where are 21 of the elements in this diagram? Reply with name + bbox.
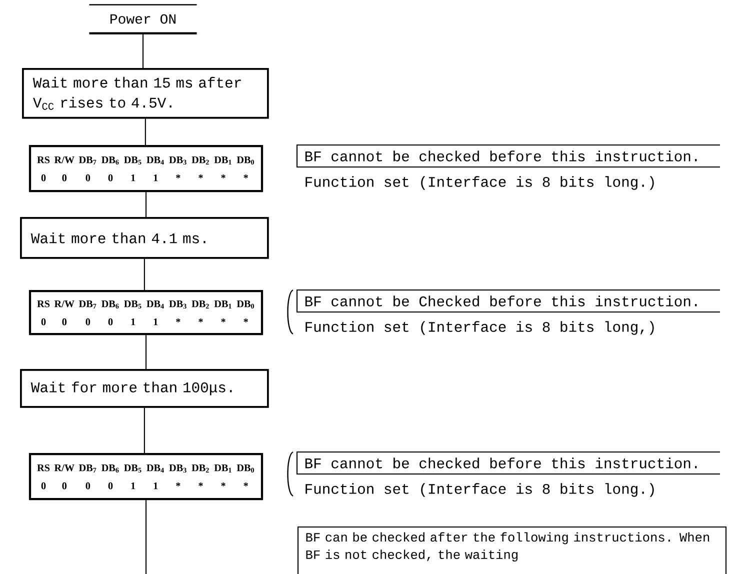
connector-line <box>145 192 147 217</box>
note-text: Function set (Interface is 8 bits long,) <box>306 321 654 335</box>
terminal-label: Power ON <box>89 4 197 34</box>
instruction-table: RS R/W DB$_{7}$ DB$_{6}$ DB$_{5}$ DB$_{4}$ DB$_{3}$ DB$_{2}$ DB$_{1}$ DB$_{0}$ 0 0 0 0 1 1 * * * * <box>28 145 264 192</box>
note-text: Function set (Interface is 8 bits long.) <box>306 176 654 190</box>
connector-line <box>144 118 146 145</box>
instruction-table: RS R/W DB$_{7}$ DB$_{6}$ DB$_{5}$ DB$_{4}$ DB$_{3}$ DB$_{2}$ DB$_{1}$ DB$_{0}$ 0 0 0 0 1 1 * * * * <box>28 290 264 336</box>
note-text: Function set (Interface is 8 bits long.) <box>306 483 654 497</box>
note-box: BF can be checked after the following instructions. When BF is not checked, the waiting <box>297 526 727 574</box>
process-box: Wait for more than 100μs. <box>20 369 269 408</box>
connector-line <box>144 258 145 290</box>
connector-line <box>144 408 145 453</box>
process-box: Wait more than 4.1 ms. <box>20 217 269 259</box>
connector-line <box>142 33 144 68</box>
note-box: BF cannot be checked before this instruction. <box>296 451 720 475</box>
connector-line <box>145 335 147 369</box>
note-box: BF cannot be Checked before this instruction. <box>296 289 720 313</box>
note-box: BF cannot be checked before this instruction. <box>296 144 720 168</box>
process-box: Wait more than 15 ms after V$_{CC}$ rises to 4.5V. <box>22 68 269 119</box>
instruction-table: RS R/W DB$_{7}$ DB$_{6}$ DB$_{5}$ DB$_{4}$ DB$_{3}$ DB$_{2}$ DB$_{1}$ DB$_{0}$ 0 0 0 0 1 1 * * * * <box>28 453 264 500</box>
connector-line <box>145 500 147 574</box>
